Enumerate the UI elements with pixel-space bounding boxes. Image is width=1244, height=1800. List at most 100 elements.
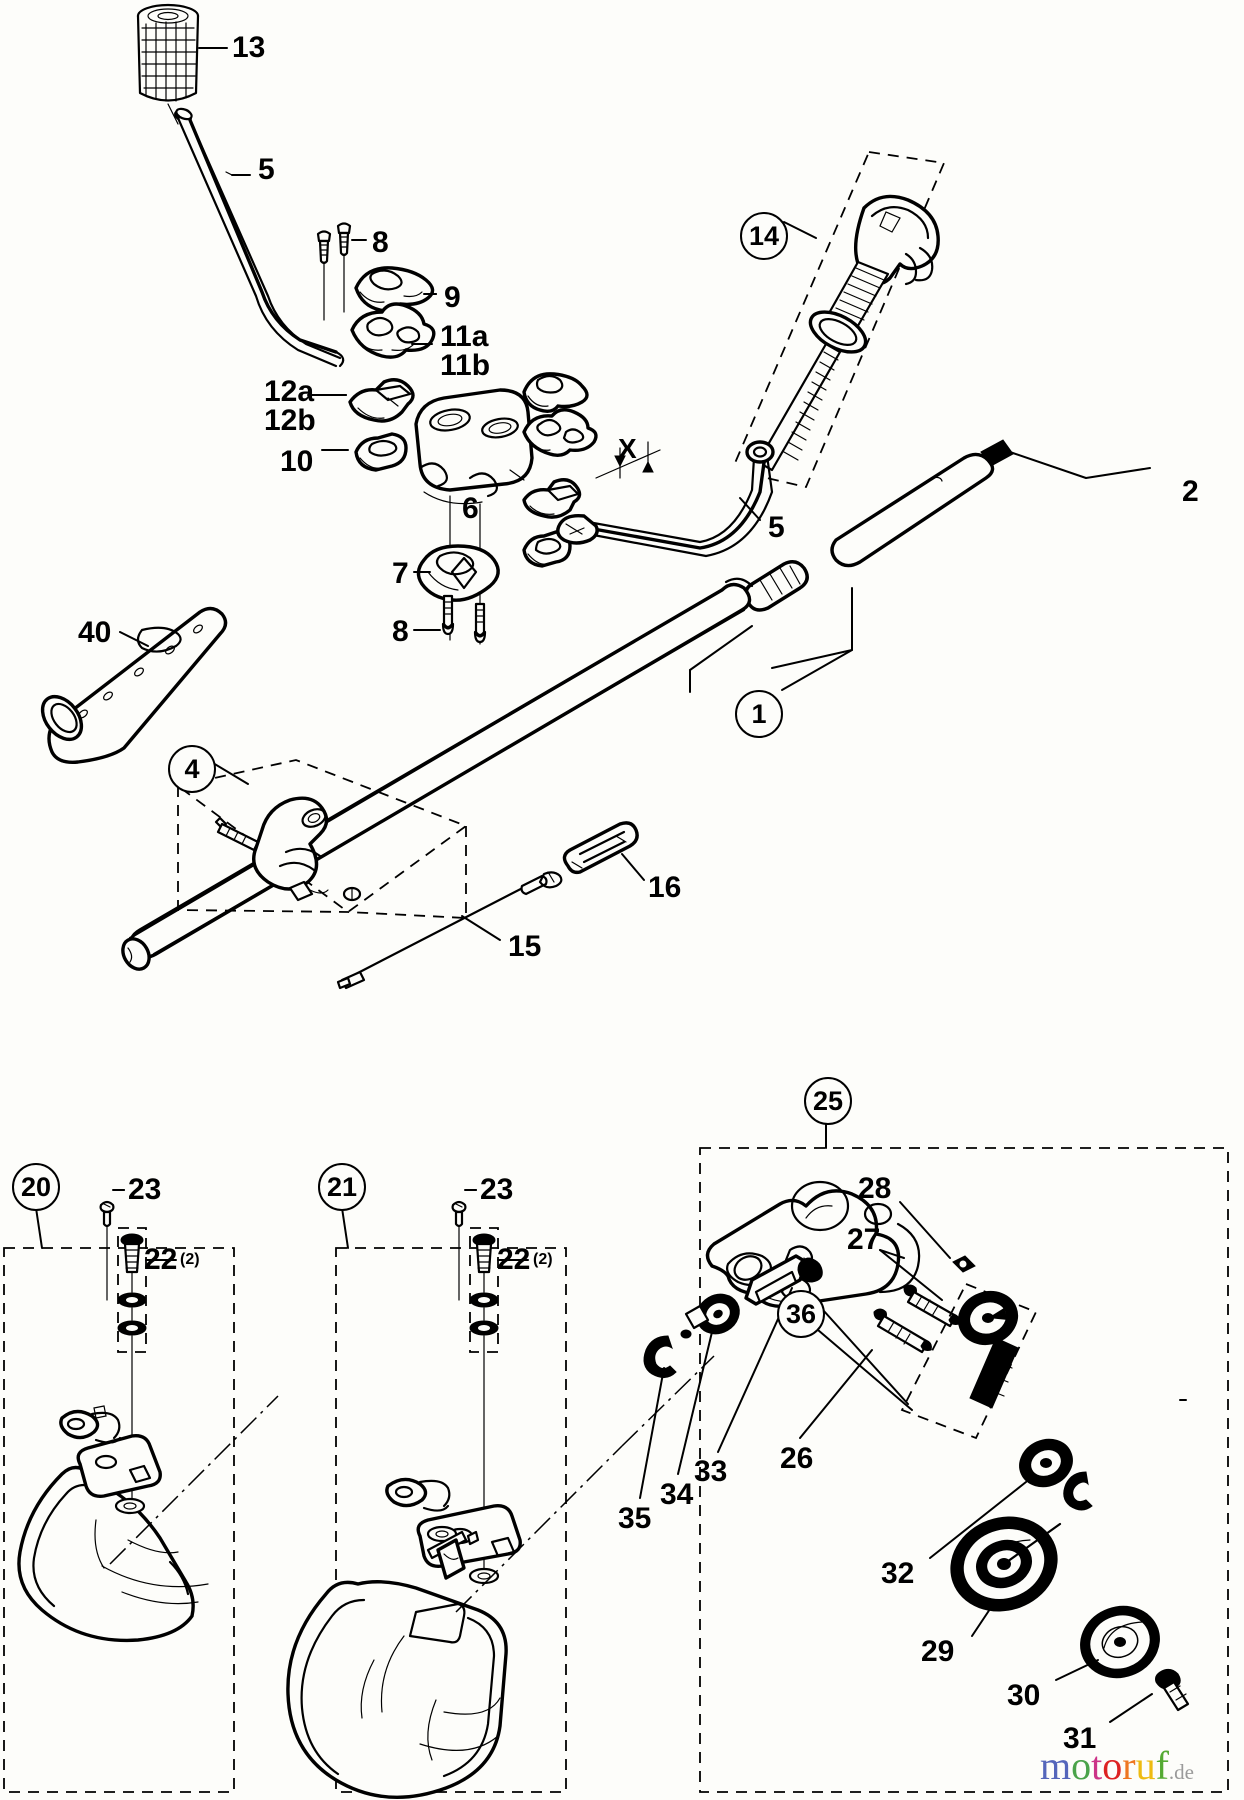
dimension-x: [595, 441, 661, 479]
leader-21: [341, 1207, 349, 1249]
leader-1a: [689, 625, 753, 671]
part-5-left-handlebar: [174, 107, 345, 368]
part-number-10[interactable]: 10: [280, 445, 314, 478]
part-number-34[interactable]: 34: [660, 1478, 694, 1511]
part-30-disc: [1080, 1605, 1160, 1679]
part-number-32[interactable]: 32: [881, 1557, 915, 1590]
part-4-bracket: [214, 796, 362, 902]
part-number-12b[interactable]: 12b: [264, 404, 316, 437]
centerline-21: [455, 1445, 623, 1613]
part-21-guard: [286, 1477, 522, 1799]
leader-30: [1055, 1659, 1099, 1681]
part-33-coupling: [744, 1254, 823, 1306]
watermark-letter: t: [1091, 1743, 1103, 1788]
centerline-20: [109, 1395, 279, 1565]
callout-21[interactable]: 21: [318, 1163, 366, 1211]
part-10-clamp-insert: [354, 432, 408, 472]
part-15-cable: [336, 871, 563, 990]
watermark-letter: o: [1102, 1743, 1123, 1788]
part-36-pinion: [957, 1291, 1019, 1409]
callout-14[interactable]: 14: [740, 212, 788, 260]
part-9-clamp-right: [522, 372, 589, 414]
part-7-saddle: [416, 544, 500, 602]
part-27-bolt: [903, 1284, 960, 1328]
part-number-40[interactable]: 40: [78, 616, 112, 649]
part-number-7[interactable]: 7: [392, 557, 409, 590]
part-22-bolt-washers-b: [469, 1233, 499, 1585]
part-14-throttle-handle: [756, 194, 940, 472]
part-34-bearing: [684, 1293, 740, 1335]
leader-36a: [813, 1299, 909, 1405]
part-16-lever: [562, 821, 639, 875]
leader-1b: [771, 649, 853, 669]
part-number-22a[interactable]: 22: [144, 1243, 178, 1276]
part-number-35[interactable]: 35: [618, 1502, 652, 1535]
leader-16: [621, 853, 645, 881]
part-number-5b[interactable]: 5: [768, 511, 785, 544]
part-number-30[interactable]: 30: [1007, 1679, 1041, 1712]
part-number-26[interactable]: 26: [780, 1442, 814, 1475]
watermark-letter: f: [1155, 1743, 1169, 1788]
leader-27: [879, 1249, 943, 1301]
part-29-disc: [950, 1516, 1062, 1612]
part-number-23a[interactable]: 23: [128, 1173, 162, 1206]
motoruf-watermark: motoruf.de: [1040, 1742, 1194, 1789]
part-number-27[interactable]: 27: [847, 1223, 881, 1256]
leader-29: [971, 1605, 993, 1637]
leader-31: [1109, 1693, 1153, 1723]
part-35-ring: [643, 1329, 692, 1378]
part-10-clamp-insert-right: [522, 530, 572, 568]
group-22-box-a: [117, 1227, 147, 1353]
part-12-nut-block-right: [522, 478, 582, 519]
part-number-12a[interactable]: 12a: [264, 375, 315, 408]
group-22-box-b: [469, 1227, 499, 1353]
part-number-9[interactable]: 9: [444, 281, 461, 314]
centerline-25: [621, 1355, 715, 1447]
callout-1[interactable]: 1: [735, 690, 783, 738]
part-number-2[interactable]: 2: [1182, 475, 1199, 508]
group-14-box: [730, 151, 946, 489]
part-number-16[interactable]: 16: [648, 871, 682, 904]
part-11-clamp-middle: [350, 302, 436, 359]
quantity-22b: (2): [533, 1251, 553, 1268]
part-8-screws-lower: [441, 594, 487, 644]
part-number-8b[interactable]: 8: [392, 615, 409, 648]
part-number-29[interactable]: 29: [921, 1635, 955, 1668]
part-8-screws-upper: [316, 222, 352, 321]
leader-15: [461, 915, 501, 941]
part-number-31[interactable]: 31: [1063, 1722, 1097, 1755]
part-11-clamp-right: [522, 408, 598, 458]
leader-28: [899, 1201, 951, 1259]
part-6-handle-bracket: [414, 388, 534, 505]
leader-32: [929, 1481, 1027, 1559]
part-23-screw-b: [451, 1200, 467, 1301]
part-28-nut: [952, 1255, 976, 1273]
leader-40: [119, 631, 149, 647]
part-number-11a[interactable]: 11a: [440, 320, 489, 353]
leader-2: [1085, 467, 1151, 479]
leader-35: [639, 1367, 665, 1499]
part-number-33[interactable]: 33: [694, 1455, 728, 1488]
callout-36[interactable]: 36: [777, 1290, 825, 1338]
callout-20[interactable]: 20: [12, 1163, 60, 1211]
dimension-label-x: X: [618, 433, 637, 464]
group-20-box: [3, 1247, 235, 1793]
part-number-13[interactable]: 13: [232, 31, 266, 64]
part-number-28[interactable]: 28: [858, 1172, 892, 1205]
part-number-23b[interactable]: 23: [480, 1173, 514, 1206]
part-number-15[interactable]: 15: [508, 930, 542, 963]
part-number-8a[interactable]: 8: [372, 226, 389, 259]
group-36-box: [900, 1282, 1038, 1440]
part-number-5a[interactable]: 5: [258, 153, 275, 186]
part-number-6[interactable]: 6: [462, 492, 479, 525]
part-number-22b[interactable]: 22: [497, 1243, 531, 1276]
part-23-screw-a: [99, 1200, 115, 1301]
part-number-11b[interactable]: 11b: [440, 349, 491, 382]
callout-25[interactable]: 25: [804, 1077, 852, 1125]
leader-20: [35, 1207, 43, 1249]
group-25-box: [699, 1147, 1229, 1793]
callout-4[interactable]: 4: [168, 745, 216, 793]
part-40-slotted-tube: [40, 606, 228, 764]
